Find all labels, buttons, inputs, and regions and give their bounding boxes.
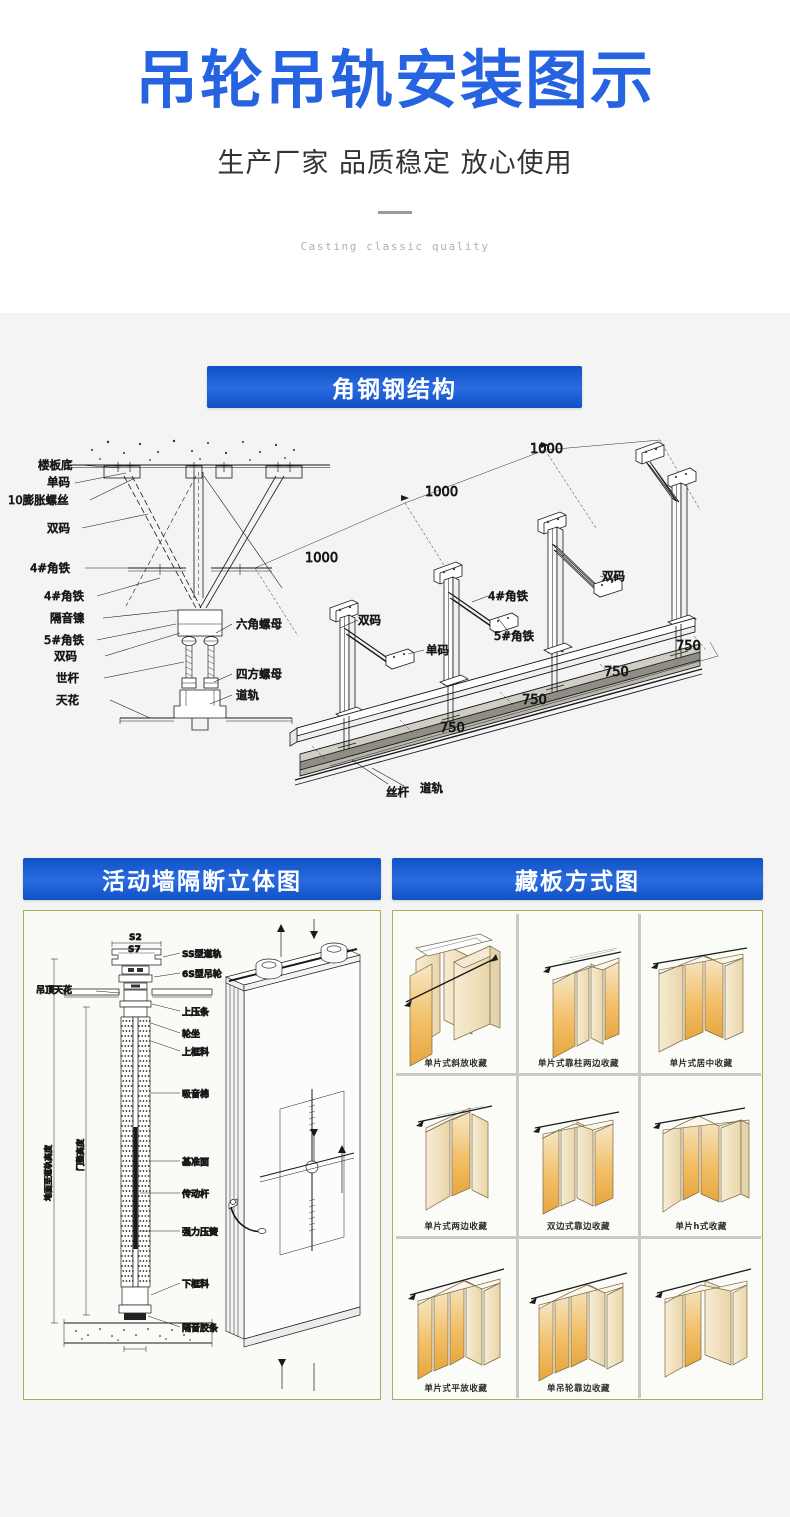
label-upper-frame: 上框料: [182, 1046, 209, 1058]
storage-mode-grid: 单片式斜放收藏: [396, 914, 761, 1398]
storage-mode-cell[interactable]: 单片式居中收藏: [641, 914, 761, 1074]
title-divider: [378, 211, 412, 215]
label-left-10: 天花: [56, 693, 79, 707]
label-left-3: 双码: [47, 521, 70, 535]
label-datum: 基准面: [181, 1156, 209, 1168]
page-title: 吊轮吊轨安装图示: [135, 44, 655, 117]
dim-s2: S2: [129, 933, 142, 943]
cell-caption: 单片式靠柱两边收藏: [537, 1059, 619, 1070]
label-right-1: 四方螺母: [236, 667, 282, 681]
section-banner-partition-elevation: 活动墙隔断立体图: [23, 858, 381, 900]
label-acoustic-wool: 吸音棉: [182, 1088, 209, 1100]
iso-label-4: 双码: [602, 569, 625, 583]
label-wheel-seat: 轮坐: [182, 1028, 200, 1040]
panel-storage-modes: 单片式斜放收藏: [392, 910, 763, 1400]
label-spring: 强力压簧: [182, 1226, 218, 1238]
label-left-8: 双码: [54, 649, 77, 663]
label-left-4: 4#角铁: [30, 561, 70, 575]
dim-top-1: 1000: [425, 485, 458, 500]
cell-caption: 单片h式收藏: [675, 1221, 727, 1232]
dim-s7: S7: [128, 945, 141, 955]
label-upper-trim: 上压条: [182, 1006, 210, 1018]
iso-label-1: 单码: [426, 643, 449, 657]
label-ceiling: 吊顶天花: [36, 984, 72, 996]
page-english-tagline: Casting classic quality: [300, 240, 490, 254]
iso-label-3: 5#角铁: [494, 629, 534, 643]
cell-caption: 单片式平放收藏: [424, 1383, 488, 1394]
label-left-0: 楼板底: [38, 458, 73, 472]
dim-bot-3: 750: [440, 721, 465, 736]
storage-mode-cell[interactable]: 单片式靠柱两边收藏: [518, 914, 639, 1074]
label-left-9: 世杆: [56, 671, 79, 685]
page-subtitle: 生产厂家 品质稳定 放心使用: [217, 148, 573, 180]
dim-top-2: 1000: [530, 442, 563, 457]
label-door-overall-height: 门整高度: [75, 1138, 85, 1171]
label-drive-rod: 传动杆: [181, 1188, 209, 1200]
section-angle-steel: 角钢钢结构: [0, 313, 790, 858]
section-lower: 活动墙隔断立体图 藏板方式图 S2 S7: [0, 858, 790, 1458]
storage-mode-cell[interactable]: 单片式斜放收藏: [396, 914, 516, 1074]
storage-mode-cell[interactable]: 双边式靠边收藏: [518, 1076, 639, 1236]
dim-bot-1: 750: [604, 665, 629, 680]
storage-mode-cell[interactable]: 单片h式收藏: [641, 1076, 761, 1236]
dim-bot-2: 750: [522, 693, 547, 708]
iso-label-5: 丝杆: [386, 785, 409, 799]
storage-mode-cell[interactable]: 单片式两边收藏: [396, 1076, 516, 1236]
label-right-0: 六角螺母: [236, 617, 282, 631]
storage-mode-cell[interactable]: 单吊轮靠边收藏: [518, 1238, 639, 1398]
iso-label-6: 道轨: [420, 781, 443, 795]
cell-caption: 单片式居中收藏: [669, 1059, 733, 1070]
label-right-2: 道轨: [236, 688, 259, 702]
cell-caption: 单吊轮靠边收藏: [546, 1383, 610, 1394]
section-banner-angle-steel: 角钢钢结构: [207, 366, 582, 408]
cell-caption: 单片式斜放收藏: [424, 1059, 488, 1070]
label-left-6: 隔音镍: [50, 611, 85, 625]
label-lower-frame: 下框料: [182, 1278, 209, 1290]
section-banner-storage-modes: 藏板方式图: [392, 858, 763, 900]
label-left-7: 5#角铁: [44, 633, 84, 647]
label-floor-to-rail-height: 地面至道轨高度: [43, 1144, 53, 1201]
iso-label-2: 4#角铁: [488, 589, 528, 603]
label-seal-strip: 隔音胶条: [182, 1322, 219, 1334]
dim-bot-0: 750: [676, 639, 701, 654]
page-header: 吊轮吊轨安装图示 生产厂家 品质稳定 放心使用 Casting classic …: [0, 0, 790, 313]
dim-top-0: 1000: [305, 551, 338, 566]
angle-steel-structure-diagram: 楼板底 单码 10膨胀螺丝 双码 4#角铁 4#角铁 隔音镍 5#角铁 双码 世…: [0, 428, 790, 848]
storage-mode-cell[interactable]: [641, 1238, 761, 1398]
cell-caption: 双边式靠边收藏: [546, 1221, 610, 1232]
cell-caption: 单片式两边收藏: [424, 1221, 488, 1232]
iso-label-0: 双码: [358, 613, 381, 627]
label-ss-rail: SS型道轨: [182, 948, 222, 960]
label-6s-wheel: 6S型吊轮: [182, 968, 222, 980]
panel-partition-elevation: S2 S7: [23, 910, 381, 1400]
label-left-5: 4#角铁: [44, 589, 84, 603]
label-left-2: 10膨胀螺丝: [8, 493, 69, 507]
label-left-1: 单码: [47, 475, 70, 489]
storage-mode-cell[interactable]: 单片式平放收藏: [396, 1238, 516, 1398]
